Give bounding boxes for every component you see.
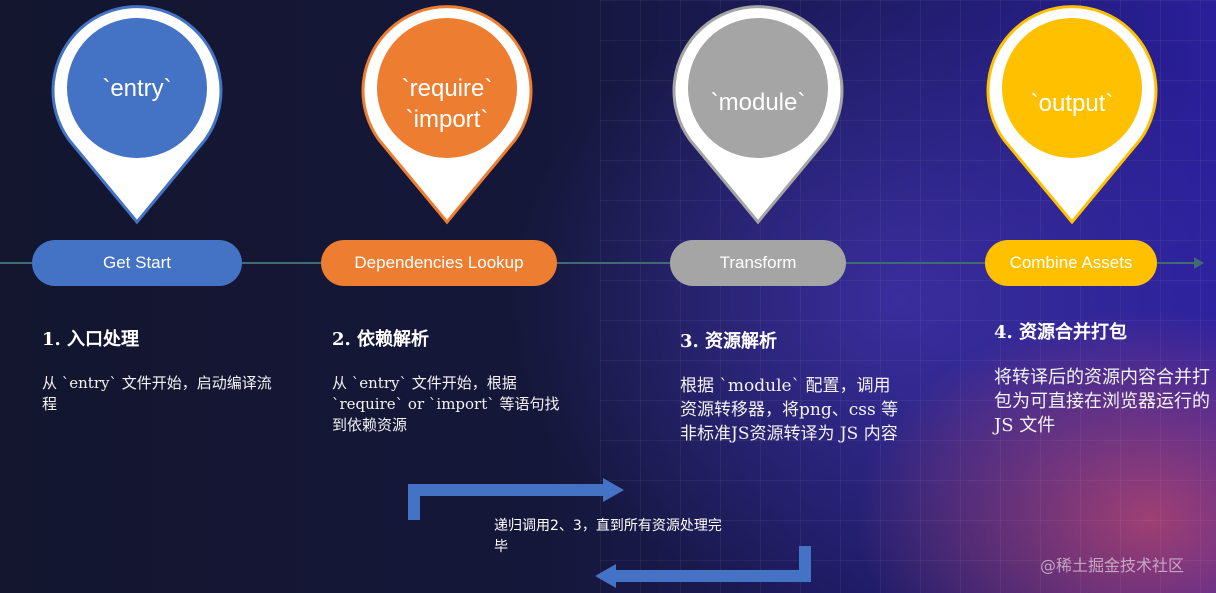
step-description: 根据 `module` 配置，调用资源转移器，将png、css 等非标准JS资源… bbox=[680, 376, 899, 444]
stage-pill-transform: Transform bbox=[670, 240, 846, 286]
step-title: 2. 依赖解析 bbox=[332, 329, 430, 350]
pin-shape bbox=[51, 5, 223, 225]
step-description: 将转译后的资源内容合并打包为可直接在浏览器运行的 JS 文件 bbox=[994, 367, 1210, 436]
loop-description: 递归调用2、3，直到所有资源处理完毕 bbox=[494, 518, 722, 555]
stage-pill-dependencies-lookup: Dependencies Lookup bbox=[321, 240, 557, 286]
watermark: @稀土掘金技术社区 bbox=[1040, 556, 1185, 575]
pin-label-line: `entry` bbox=[102, 74, 172, 102]
stage-pill-label: Dependencies Lookup bbox=[354, 253, 524, 272]
loop-arrow-bottom-head bbox=[595, 564, 616, 588]
pin-entry: `entry` bbox=[47, 0, 227, 226]
pin-label: `module` bbox=[668, 0, 848, 204]
stage-pill-label: Combine Assets bbox=[1009, 253, 1133, 272]
pin-require-import: `require` `import` bbox=[357, 0, 537, 226]
loop-arrow-bottom bbox=[614, 546, 811, 582]
step-description: 从 `entry` 文件开始，启动编译流程 bbox=[42, 374, 272, 413]
pin-label-line: `require` bbox=[401, 75, 493, 102]
pin-label-line: `module` bbox=[710, 88, 806, 116]
pin-module: `module` bbox=[668, 0, 848, 226]
pin-label: `entry` bbox=[47, 0, 227, 176]
timeline-line bbox=[0, 262, 1200, 264]
pin-label-line: `import` bbox=[405, 106, 489, 133]
pin-shape bbox=[672, 5, 844, 225]
step-title: 1. 入口处理 bbox=[42, 329, 140, 350]
pin-shape bbox=[361, 5, 533, 225]
loop-arrows bbox=[408, 478, 811, 588]
stage-pill-label: Get Start bbox=[102, 253, 172, 272]
step-title: 3. 资源解析 bbox=[680, 331, 778, 352]
stage-pill-get-start: Get Start bbox=[32, 240, 242, 286]
pin-label: `output` bbox=[982, 0, 1162, 206]
step-description: 从 `entry` 文件开始，根据 `require` or `import` … bbox=[332, 374, 560, 434]
pin-label: `require` `import` bbox=[357, 0, 537, 208]
stage-pill-combine-assets: Combine Assets bbox=[985, 240, 1157, 286]
pin-label-line: `output` bbox=[1030, 89, 1114, 117]
pin-output: `output` bbox=[982, 0, 1162, 226]
stage-pill-label: Transform bbox=[719, 253, 797, 272]
timeline-arrowhead bbox=[1194, 257, 1204, 269]
loop-arrow-top bbox=[408, 484, 605, 520]
pin-shape bbox=[986, 5, 1158, 225]
step-title: 4. 资源合并打包 bbox=[994, 322, 1128, 343]
loop-arrow-top-head bbox=[603, 478, 624, 502]
